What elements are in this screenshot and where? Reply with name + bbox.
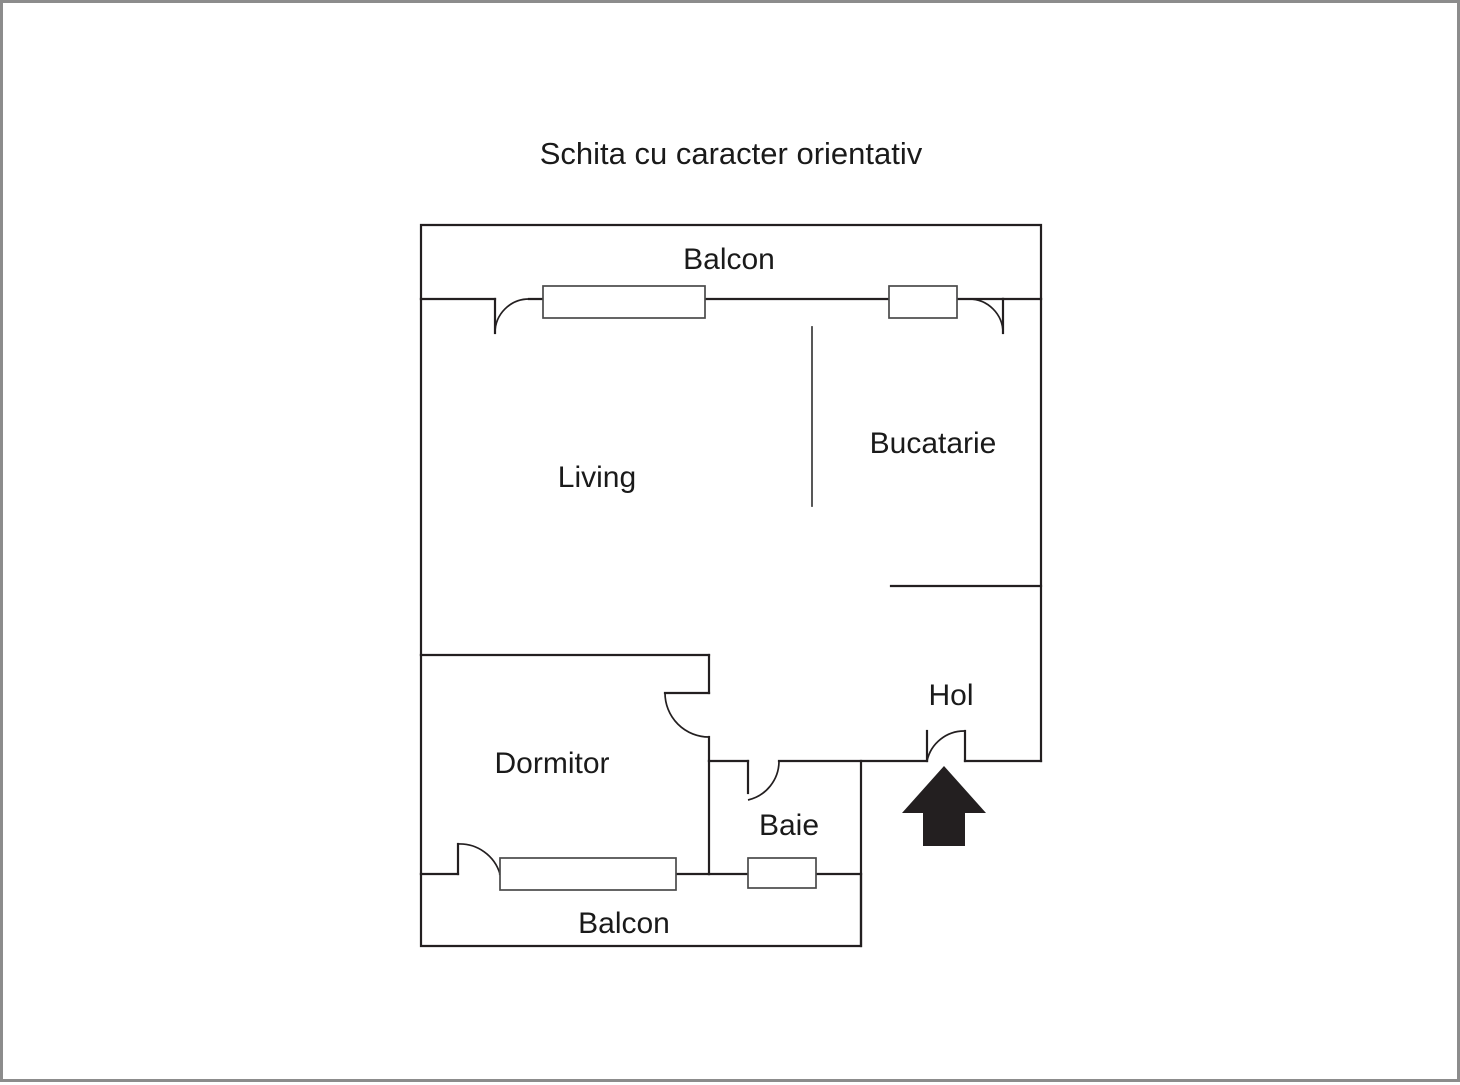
wall-bottom-balcony-outline (419, 872, 863, 948)
door-swing-bathroom (747, 760, 780, 801)
room-label-living: Living (558, 461, 636, 494)
room-label-hol: Hol (928, 679, 973, 712)
door-swing-bedroom (664, 692, 710, 738)
door-swing-kitchen-balcony (968, 298, 1004, 334)
entrance-direction-arrow (902, 766, 986, 846)
room-label-balcon-bottom: Balcon (578, 907, 670, 940)
room-label-baie: Baie (759, 809, 819, 842)
window-bedroom-balcony (499, 857, 677, 891)
floor-plan-drawing: Schita cu caracter orientativ (419, 136, 1043, 948)
room-label-bucatarie: Bucatarie (870, 427, 997, 460)
window-kitchen-balcony (888, 285, 958, 319)
door-swing-living-balcony (494, 298, 530, 334)
door-swing-bedroom-balcony (457, 843, 501, 875)
wall-top-balcony-outline (419, 223, 1043, 301)
room-label-dormitor: Dormitor (494, 747, 609, 780)
page-title: Schita cu caracter orientativ (540, 136, 923, 171)
window-bathroom (747, 857, 817, 889)
window-living-balcony (542, 285, 706, 319)
door-swing-entrance (926, 730, 966, 762)
room-label-balcon-top: Balcon (683, 243, 775, 276)
